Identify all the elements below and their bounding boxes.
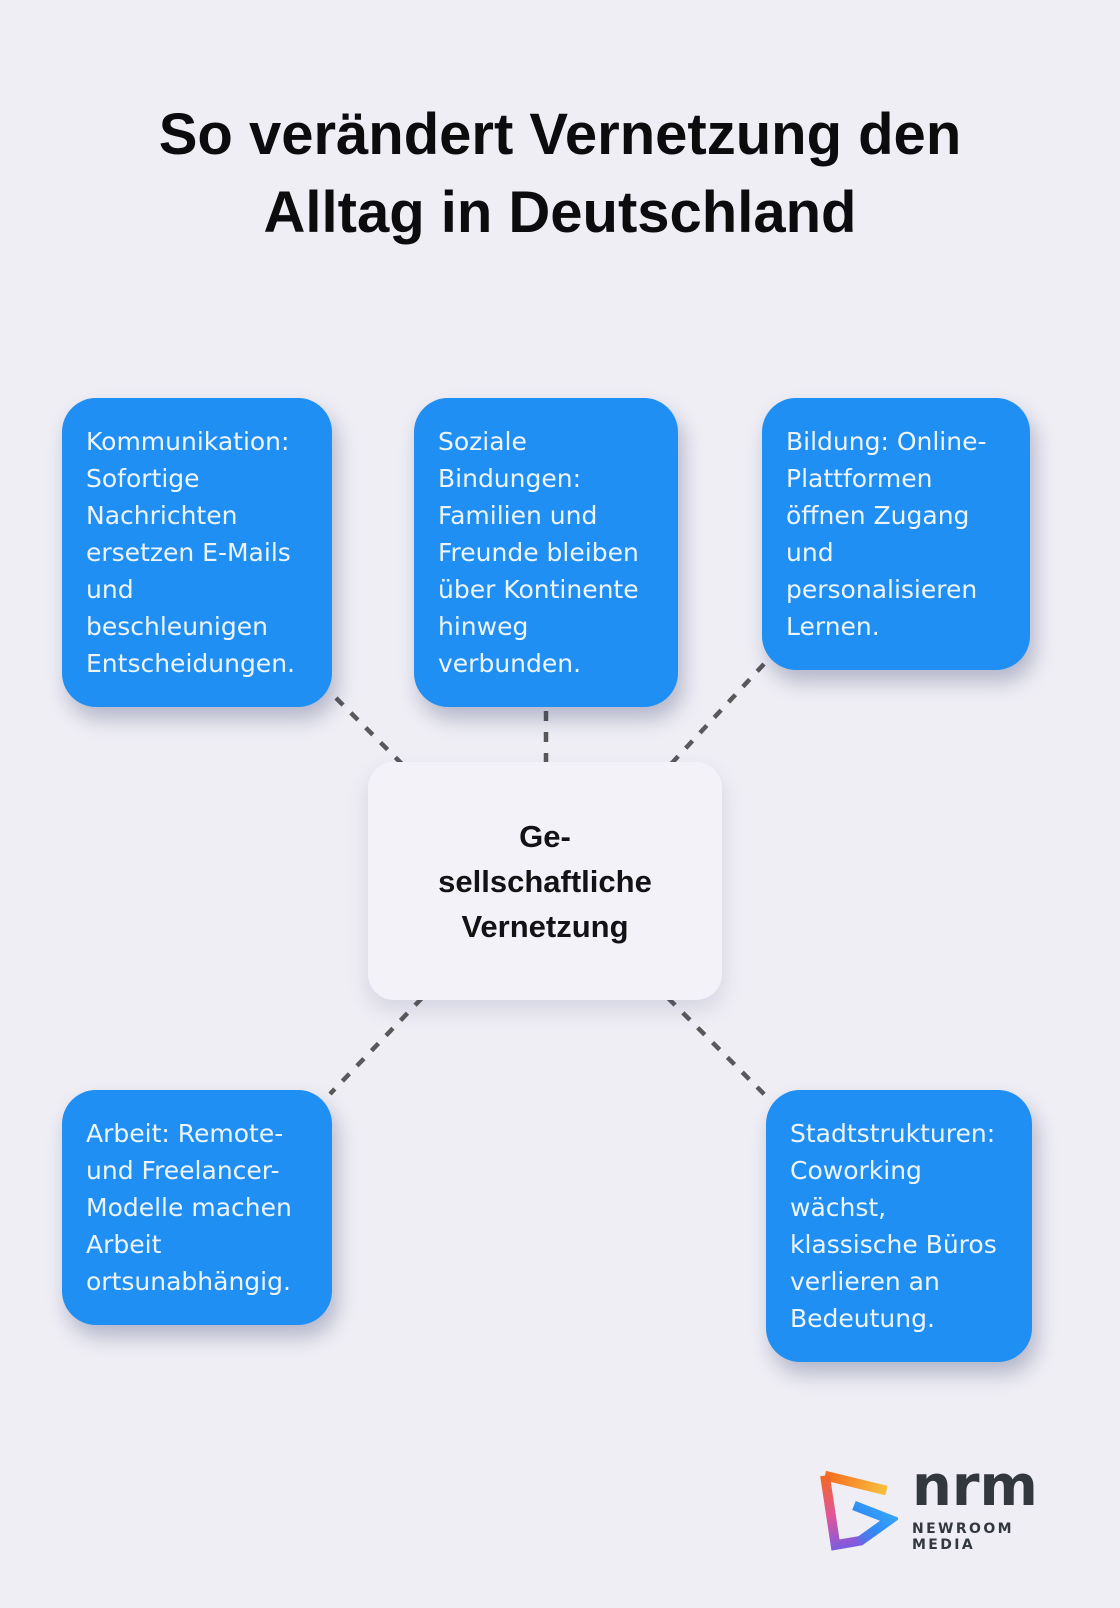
node-kommunikation-text: Kommunikation: Sofortige Nachrichten ers… bbox=[86, 427, 295, 678]
center-node: Ge- sellschaftliche Vernetzung bbox=[368, 762, 722, 1000]
connector-stadtstrukturen bbox=[666, 996, 770, 1100]
nrm-logo-icon bbox=[820, 1470, 898, 1551]
connector-arbeit bbox=[328, 996, 424, 1096]
node-arbeit: Arbeit: Remote- und Freelancer- Modelle … bbox=[62, 1090, 332, 1325]
connector-bildung bbox=[656, 662, 766, 780]
page-title: So verändert Vernetzung den Alltag in De… bbox=[158, 102, 962, 245]
node-stadtstrukturen: Stadtstrukturen: Coworking wächst, klass… bbox=[766, 1090, 1032, 1362]
logo-brand: nrm bbox=[911, 1454, 1038, 1519]
node-arbeit-text: Arbeit: Remote- und Freelancer- Modelle … bbox=[86, 1119, 292, 1296]
node-stadtstrukturen-text: Stadtstrukturen: Coworking wächst, klass… bbox=[790, 1119, 997, 1333]
logo-subtitle: NEWROOM MEDIA bbox=[911, 1521, 1014, 1553]
node-soziale-bindungen-text: Soziale Bindungen: Familien und Freunde … bbox=[438, 427, 639, 678]
newroom-media-logo: nrm NEWROOM MEDIA bbox=[810, 1456, 1070, 1566]
node-kommunikation: Kommunikation: Sofortige Nachrichten ers… bbox=[62, 398, 332, 707]
node-bildung-text: Bildung: Online- Plattformen öffnen Zuga… bbox=[786, 427, 987, 641]
center-node-label: Ge- sellschaftliche Vernetzung bbox=[438, 818, 652, 944]
node-bildung: Bildung: Online- Plattformen öffnen Zuga… bbox=[762, 398, 1030, 670]
node-soziale-bindungen: Soziale Bindungen: Familien und Freunde … bbox=[414, 398, 678, 707]
logo-text-block: nrm NEWROOM MEDIA bbox=[911, 1454, 1070, 1554]
